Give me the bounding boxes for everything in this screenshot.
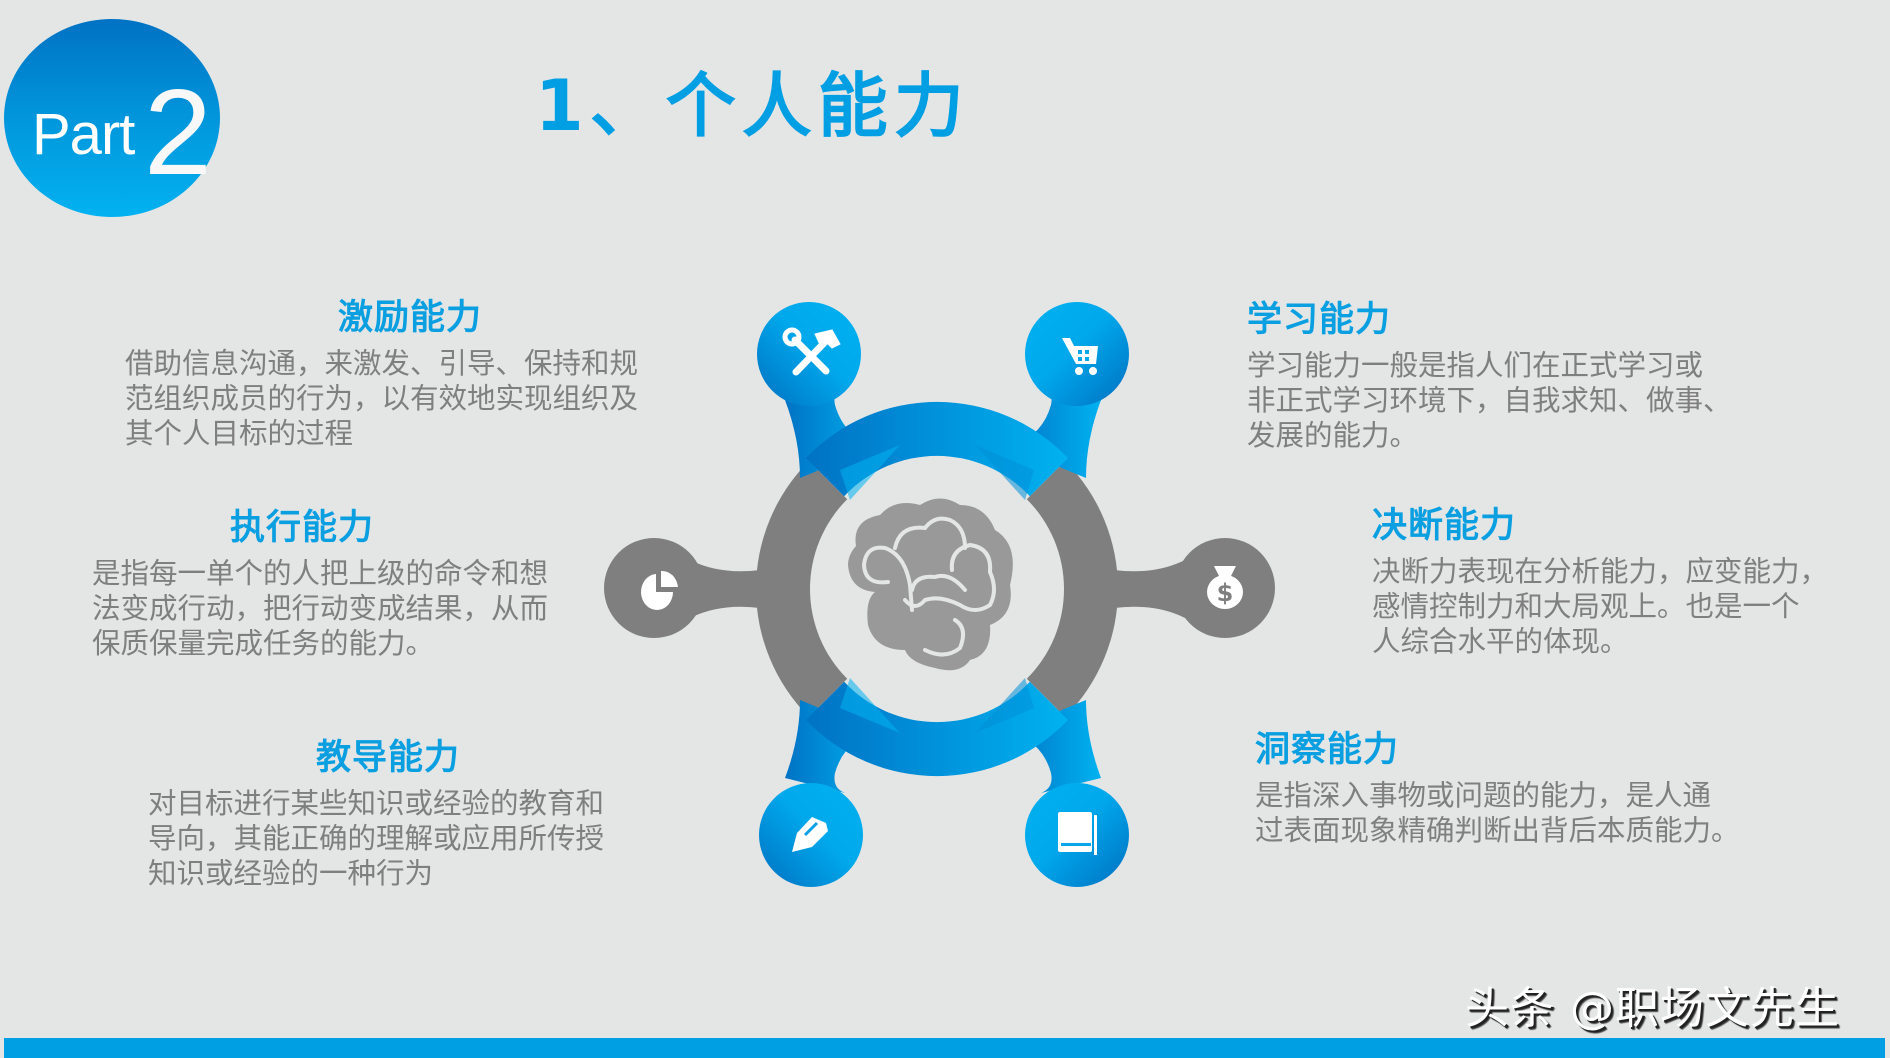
ring-arrow-accents xyxy=(840,445,1034,733)
ability-block-motivation: 激励能力 借助信息沟通，来激发、引导、保持和规 范组织成员的行为，以有效地实现组… xyxy=(125,298,665,451)
page-title: 1、个人能力 xyxy=(535,65,970,147)
ring-gray-left xyxy=(755,461,848,717)
ability-block-execution: 执行能力 是指每一单个的人把上级的命令和想 法变成行动，把行动变成结果，从而 保… xyxy=(92,508,582,661)
ability-block-coaching: 教导能力 对目标进行某些知识或经验的教育和 导向，其能正确的理解或应用所传授 知… xyxy=(148,738,638,891)
ability-heading: 执行能力 xyxy=(229,508,374,548)
part-number: 2 xyxy=(144,64,212,200)
book-icon xyxy=(1058,812,1097,855)
ability-description: 借助信息沟通，来激发、引导、保持和规 范组织成员的行为，以有效地实现组织及 其个… xyxy=(125,347,639,450)
ability-description: 是指每一单个的人把上级的命令和想 法变成行动，把行动变成结果，从而 保质保量完成… xyxy=(92,557,549,660)
pie-chart-icon xyxy=(641,570,678,610)
ring-gray-right xyxy=(1026,461,1119,717)
tools-icon xyxy=(782,327,841,376)
pen-icon xyxy=(792,817,828,852)
ability-heading: 决断能力 xyxy=(1372,506,1517,546)
ability-heading: 洞察能力 xyxy=(1255,730,1400,770)
ability-block-decision: 决断能力 决断力表现在分析能力，应变能力， 感情控制力和大局观上。也是一个 人综… xyxy=(1372,506,1828,659)
money-bag-icon: $ xyxy=(1207,566,1243,609)
gray-connectors xyxy=(690,560,1185,618)
shopping-cart-icon xyxy=(1062,338,1098,375)
ability-description: 决断力表现在分析能力，应变能力， 感情控制力和大局观上。也是一个 人综合水平的体… xyxy=(1372,555,1829,658)
part-label: Part xyxy=(32,102,135,167)
ability-heading: 学习能力 xyxy=(1247,300,1392,340)
bottom-accent-bar xyxy=(4,1038,1885,1058)
ability-description: 是指深入事物或问题的能力，是人通 过表面现象精确判断出背后本质能力。 xyxy=(1255,779,1740,847)
ability-description: 学习能力一般是指人们在正式学习或 非正式学习环境下，自我求知、做事、 发展的能力… xyxy=(1247,349,1732,452)
part-badge: Part 2 xyxy=(4,19,220,217)
ability-block-learning: 学习能力 学习能力一般是指人们在正式学习或 非正式学习环境下，自我求知、做事、 … xyxy=(1247,300,1732,453)
ability-heading: 教导能力 xyxy=(315,738,460,778)
ability-block-insight: 洞察能力 是指深入事物或问题的能力，是人通 过表面现象精确判断出背后本质能力。 xyxy=(1255,730,1740,848)
ability-heading: 激励能力 xyxy=(337,298,482,338)
svg-text:$: $ xyxy=(1217,579,1234,607)
ability-description: 对目标进行某些知识或经验的教育和 导向，其能正确的理解或应用所传授 知识或经验的… xyxy=(148,787,605,890)
brain-icon xyxy=(848,498,1013,671)
watermark: 头条 @职场文先生 xyxy=(1465,983,1840,1034)
